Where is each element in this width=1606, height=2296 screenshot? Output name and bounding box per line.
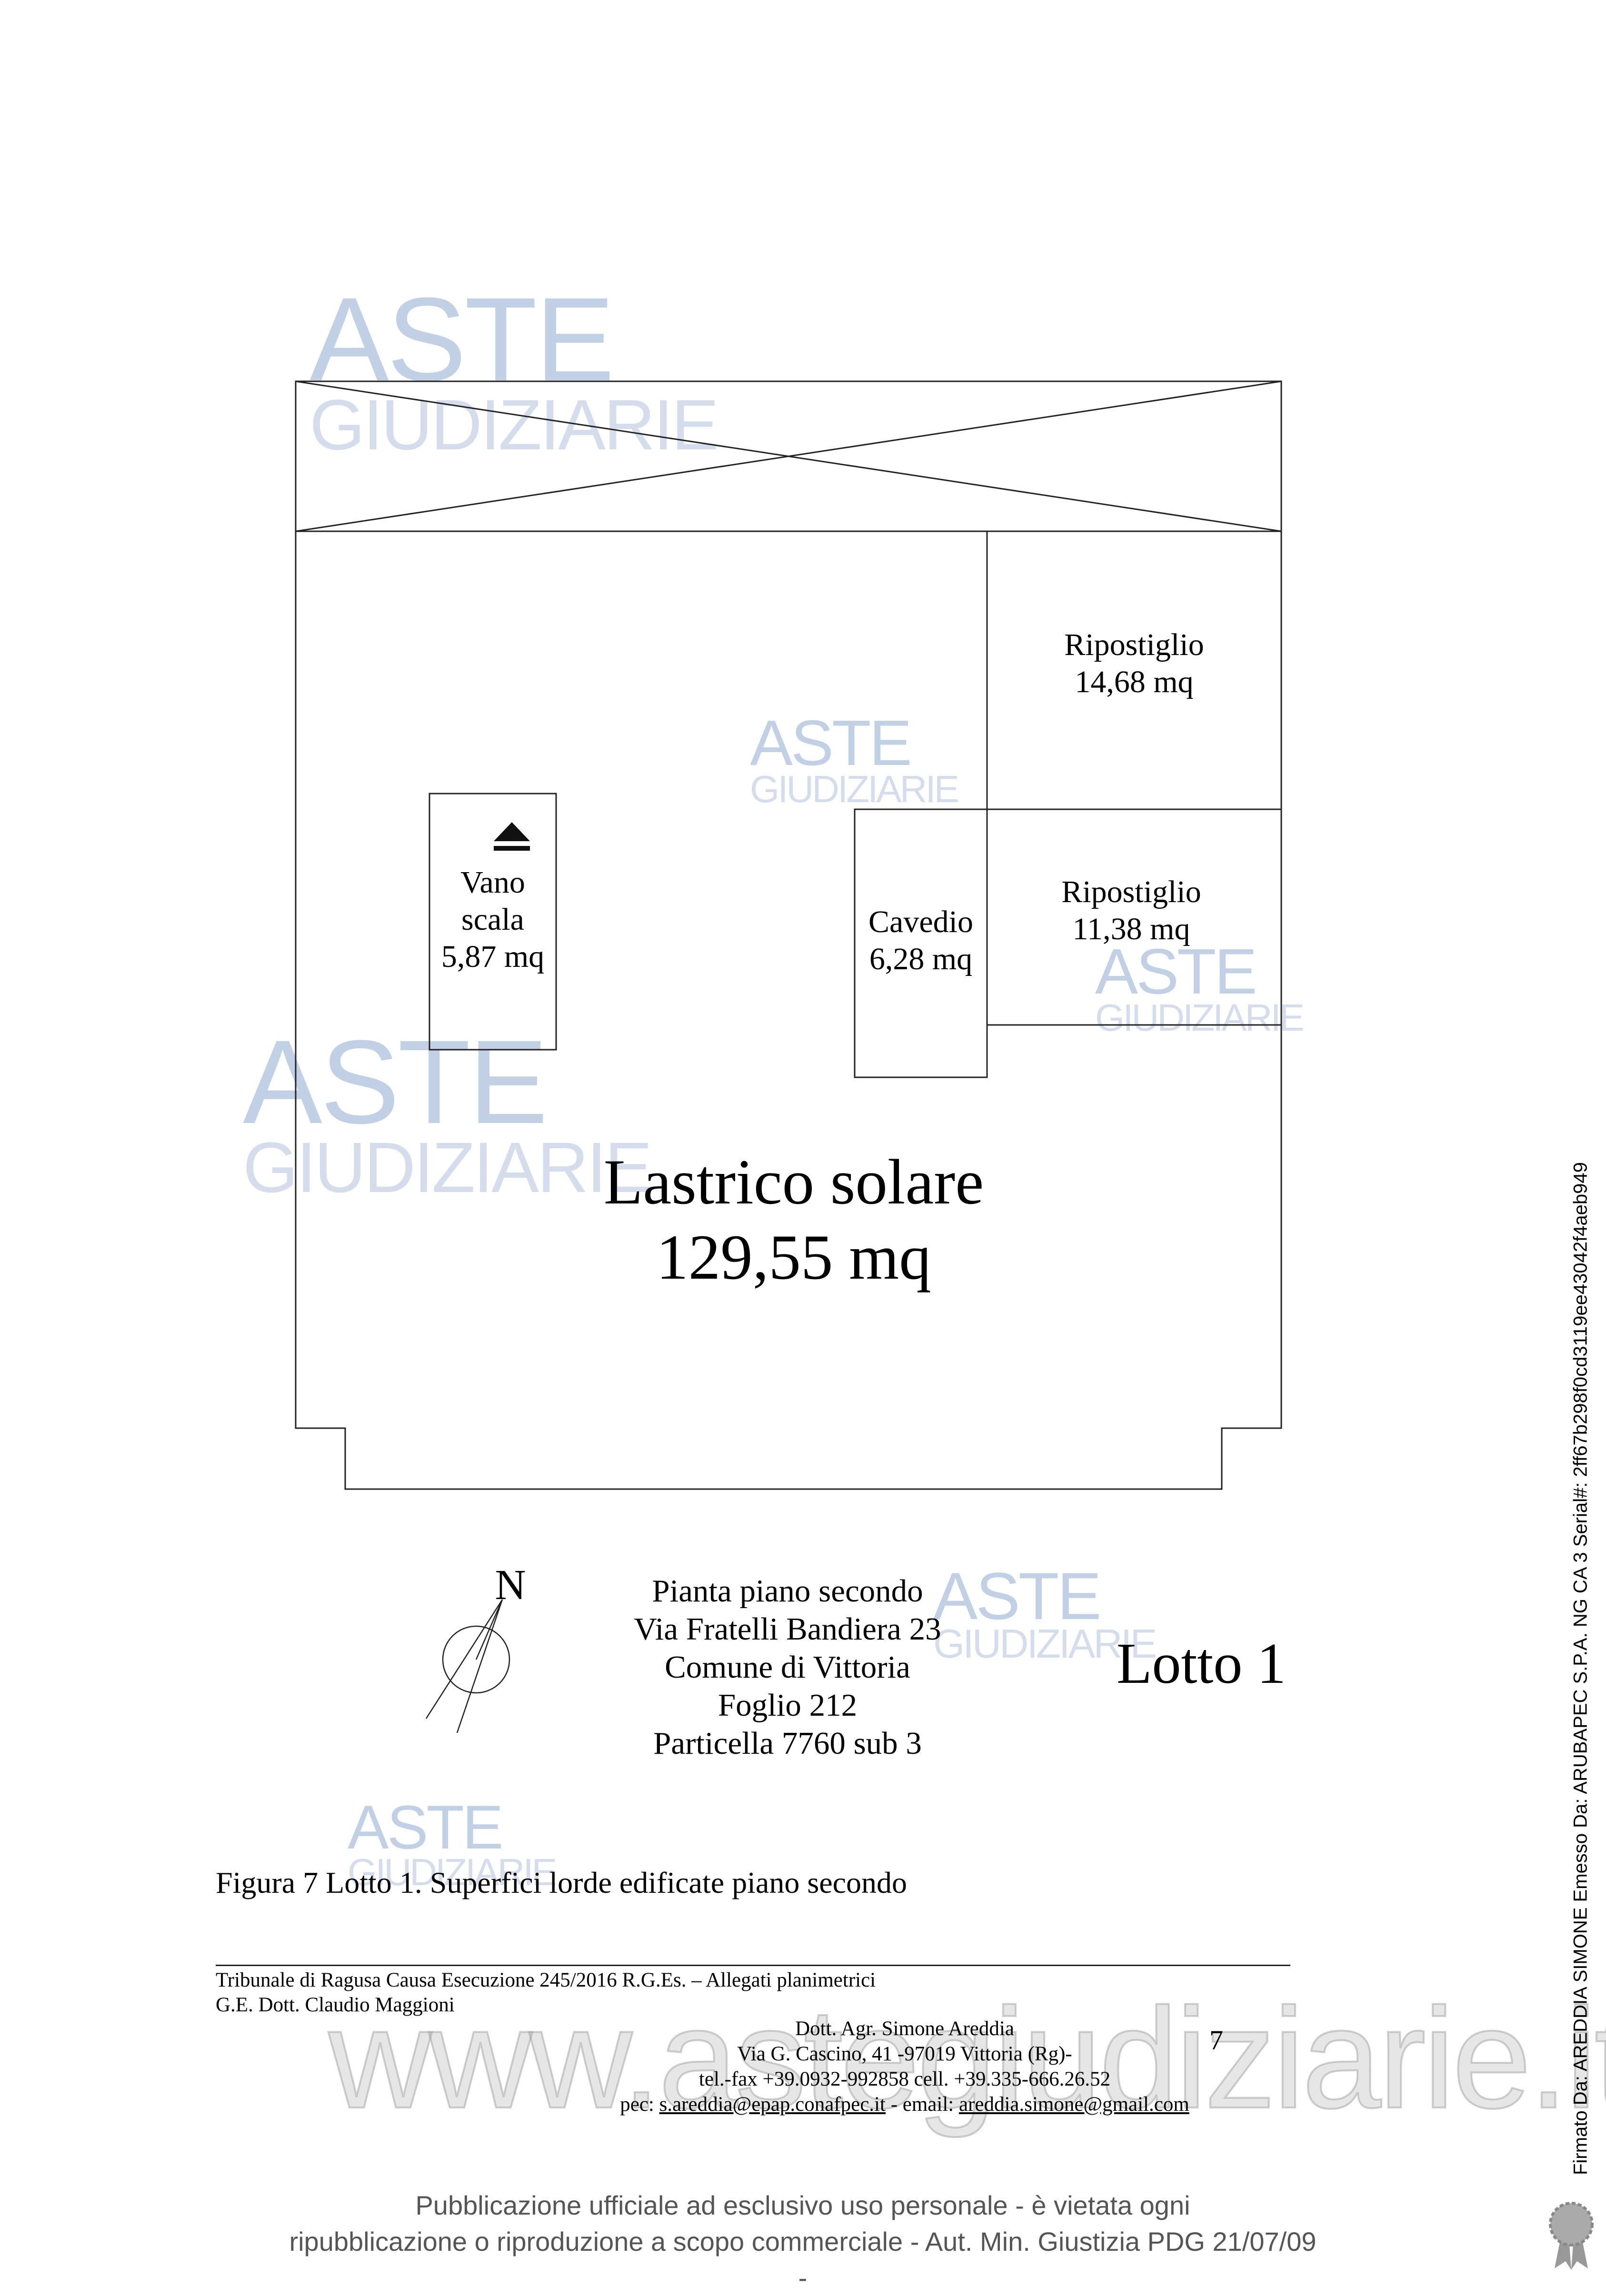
vano-scala-outline (429, 793, 557, 1051)
author-name: Dott. Agr. Simone Areddia (795, 2018, 1014, 2040)
north-label: N (495, 1561, 526, 1609)
floor-plan (295, 380, 1282, 1733)
stair-arrow-icon (494, 822, 530, 851)
pec-label: pec: (620, 2093, 654, 2116)
cross-line (295, 380, 1282, 532)
pec-link[interactable]: s.areddia@epap.conafpec.it (659, 2093, 886, 2116)
watermark-url: www.astegiudiziarie.it (328, 1977, 1606, 2139)
page-number: 7 (1209, 2025, 1223, 2056)
digital-signature: Firmato Da: AREDDIA SIMONE Emesso Da: AR… (1570, 1162, 1591, 2175)
footer-divider (216, 1965, 1290, 1966)
email-link[interactable]: areddia.simone@gmail.com (958, 2093, 1189, 2116)
footer-line1: Tribunale di Ragusa Causa Esecuzione 245… (216, 1969, 876, 1991)
seal-ribbon-icon (1549, 2202, 1594, 2270)
ripostiglio-walls (986, 531, 1281, 1026)
author-phone: tel.-fax +39.0932-992858 cell. +39.335-6… (698, 2068, 1111, 2090)
outer-wall (295, 530, 1282, 1490)
publication-notice: Pubblicazione ufficiale ad esclusivo uso… (289, 2190, 1317, 2293)
author-contacts: pec: s.areddia@epap.conafpec.it - email:… (620, 2092, 1189, 2117)
cavedio-outline (854, 808, 988, 1078)
lotto-label: Lotto 1 (1117, 1631, 1286, 1696)
author-address: Via G. Cascino, 41 -97019 Vittoria (Rg)- (737, 2043, 1072, 2065)
figure-caption: Figura 7 Lotto 1. Superfici lorde edific… (216, 1866, 908, 1899)
email-label: - email: (885, 2093, 954, 2116)
footer-line2: G.E. Dott. Claudio Maggioni (216, 1994, 455, 2016)
north-arrow (425, 1599, 510, 1733)
